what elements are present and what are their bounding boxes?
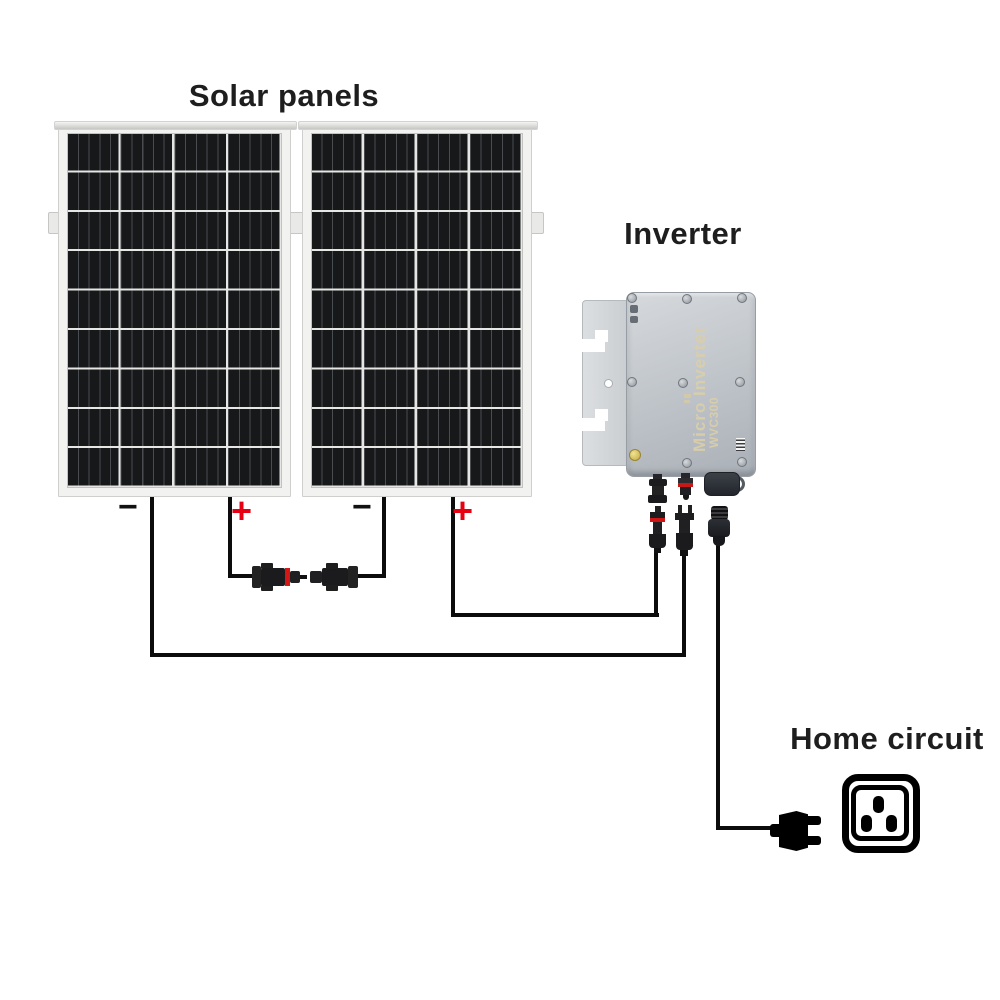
screw-icon [678,378,688,388]
outlet-slot [886,815,897,832]
mc4-female-tab [326,563,338,569]
wire-p2-plus-run [451,613,659,617]
ac-barrel-plug-icon [708,506,730,548]
mc4-female-tab [326,585,338,591]
inverter-dc-pigtail-2-icon [677,473,694,500]
inverter-dc-pigtail-1-icon [648,474,668,503]
wire-ac-run [716,826,774,830]
pigtail-collar [678,478,693,483]
micro-inverter-icon [626,292,756,477]
mc4-female-nose [310,571,322,583]
wire-p2-plus-rise [654,548,658,617]
barcode-label-icon [735,436,746,453]
mc4-female-cap [348,566,358,588]
solar-panels-title: Solar panels [188,78,380,113]
connector-mid [653,522,662,535]
screw-icon [735,377,745,387]
mc4-male-red-band [285,568,290,586]
pigtail-neck [653,474,662,479]
mc4-connector-pair-icon [252,563,358,591]
connector-cap [650,512,665,518]
indicator-led-icon [630,305,638,313]
screw-icon [737,293,747,303]
panel-top-rail [298,121,538,130]
wire-p1-plus-lead [228,574,258,578]
connector-prong [688,505,692,514]
mc4-male-tab [261,585,273,591]
panel-1-negative-label: − [118,488,138,526]
screw-icon [682,294,692,304]
mc4-plug-1-icon [649,506,667,553]
pigtail-body [652,486,664,495]
screw-icon [682,458,692,468]
solar-panel-2 [302,125,532,497]
connector-mid [679,520,690,533]
wire-p2-plus-drop [451,494,455,617]
pigtail-neck [681,473,690,478]
wire-ac-drop [716,545,720,830]
pigtail-cap [648,495,667,503]
panel-1-positive-label: + [231,490,253,531]
ac-plug-icon [779,811,808,851]
wire-p1-minus-rise [682,554,686,657]
wall-outlet-face [851,785,909,841]
panel-top-rail [54,121,297,130]
connector-cap [675,513,694,520]
outlet-slot [861,815,872,832]
plug-prong [806,836,821,845]
mounting-plate-notch [581,339,605,352]
connector-stub [654,548,661,553]
panel-mount-tab [530,212,544,234]
inverter-title: Inverter [624,216,742,251]
wire-p1-minus-run [150,653,686,657]
mounting-plate-notch [581,418,605,431]
connector-stub [680,550,688,556]
connector-taper [713,536,725,546]
solar-panel-1 [58,125,291,497]
mounting-plate-notch [595,409,608,421]
solar-panel-2-cells [311,133,523,488]
pigtail-tip [683,495,689,500]
connector-body [708,519,730,537]
pigtail-body [680,487,691,495]
mc4-male-body [261,568,285,586]
plug-prong [806,816,821,825]
screw-icon [627,377,637,387]
home-circuit-title: Home circuit [790,721,984,756]
mc4-male-cap [252,566,261,588]
certification-mark-icon [684,400,690,403]
wire-p2-minus-lead [352,574,386,578]
wire-p2-minus-drop [382,494,386,578]
ac-plug-icon [770,824,781,837]
panel-2-negative-label: − [352,488,372,526]
mc4-male-tab [261,563,273,569]
outlet-slot [873,796,884,813]
certification-mark-icon [684,394,691,398]
wire-p1-minus-drop [150,494,154,657]
screw-icon [737,457,747,467]
pigtail-red-ring [678,483,693,487]
wire-p1-plus-drop [228,494,232,578]
connector-base [676,533,693,550]
connector-tip [655,506,661,513]
mc4-male-nose [290,571,300,583]
ground-screw-icon [629,449,641,461]
inverter-model-text: WVC300 [707,396,721,448]
pigtail-wing [649,479,667,486]
mounting-plate-notch [595,330,608,342]
solar-panel-1-cells [67,133,282,488]
mc4-male-pin [300,575,307,579]
connector-base [649,534,666,548]
indicator-led-icon [630,316,638,323]
connector-red-band [650,518,665,522]
panel-2-positive-label: + [452,490,474,531]
connector-prong [678,505,682,514]
connector-ribs [711,506,728,520]
mc4-plug-2-icon [675,505,694,556]
inverter-ac-pigtail-icon [704,472,740,496]
mc4-female-body [322,568,348,586]
screw-icon [627,293,637,303]
mounting-plate-hole [604,379,613,388]
